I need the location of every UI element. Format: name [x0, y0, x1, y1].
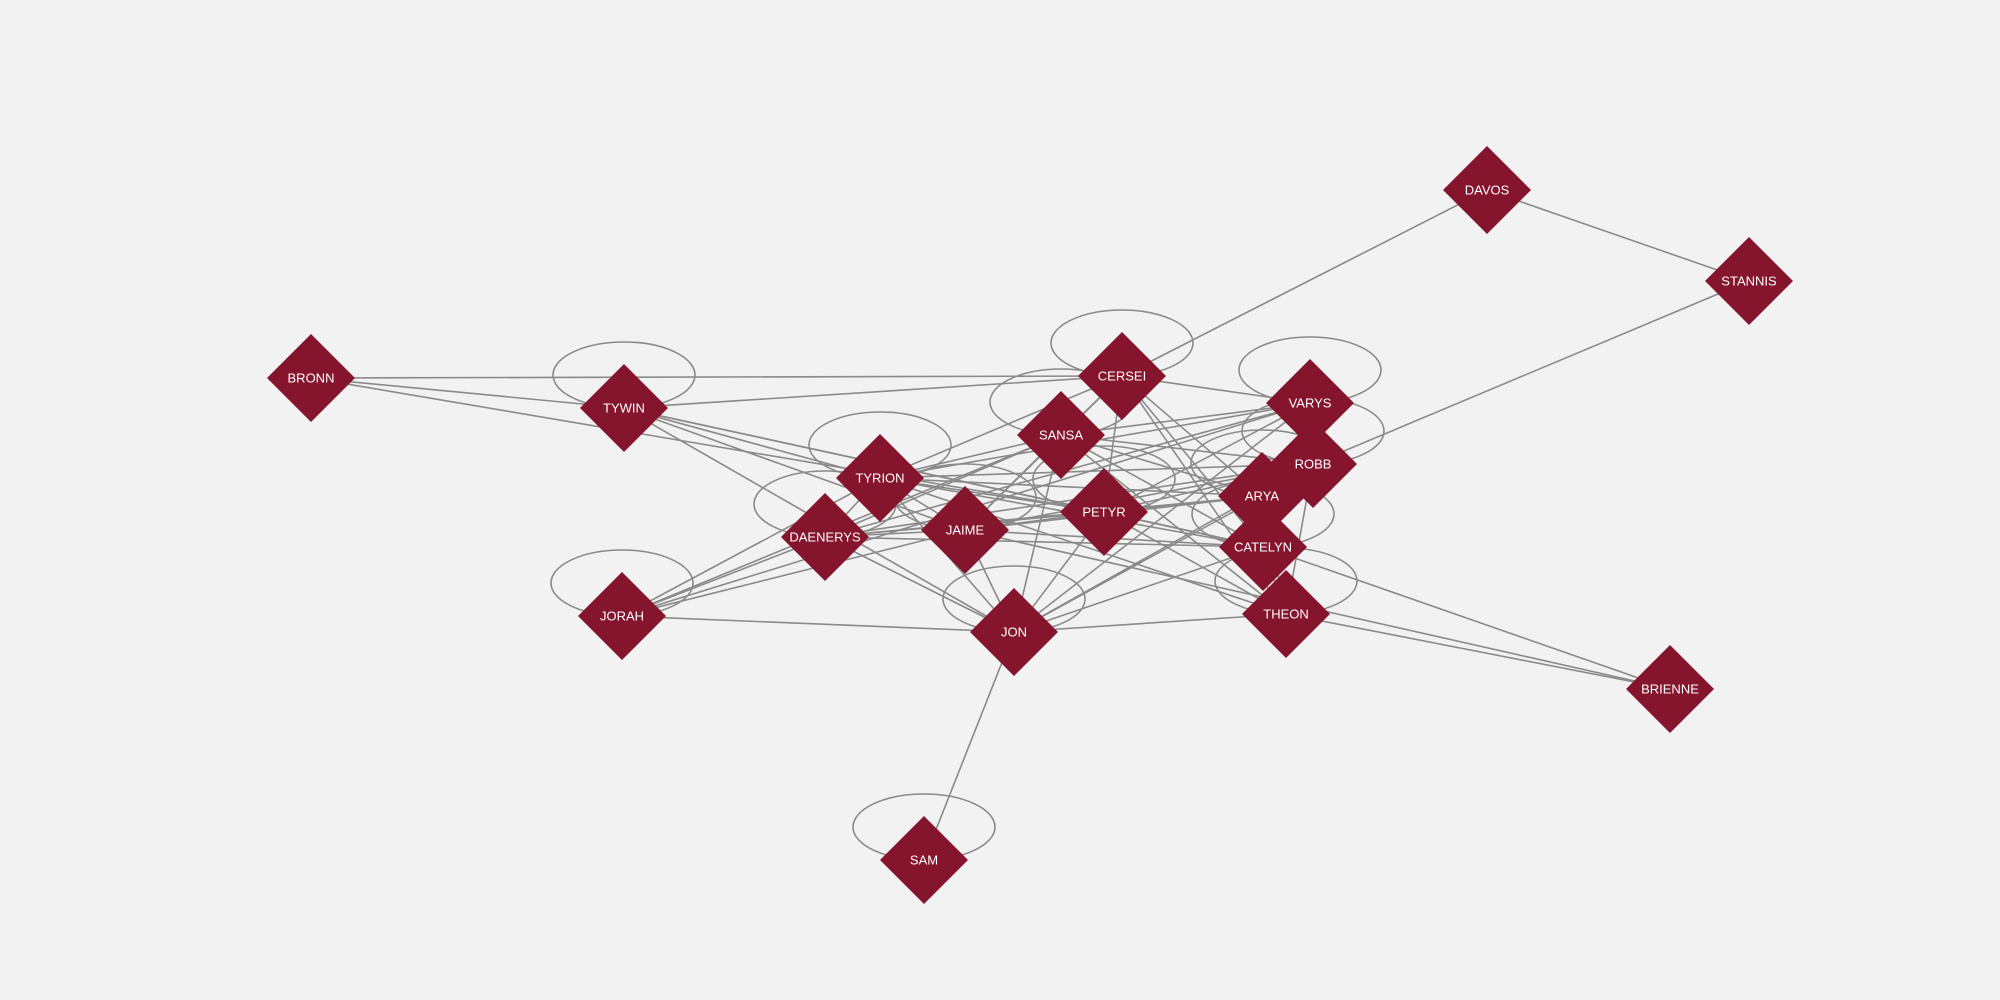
node-diamond-tywin[interactable] [580, 364, 668, 452]
edge-daenerys-jorah [621, 536, 826, 617]
edge-jaime-jorah [621, 529, 966, 617]
node-diamond-brienne[interactable] [1626, 645, 1714, 733]
edge-sansa-robb [1060, 434, 1314, 465]
node-diamond-jorah[interactable] [578, 572, 666, 660]
node-sam[interactable]: SAM [880, 816, 968, 904]
node-label-robb: ROBB [1295, 457, 1332, 472]
node-label-tyrion: TYRION [855, 471, 904, 486]
node-sansa[interactable]: SANSA [1017, 391, 1105, 479]
edge-tywin-tyrion [623, 407, 881, 479]
node-daenerys[interactable]: DAENERYS [781, 493, 869, 581]
edge-robb-daenerys [824, 463, 1314, 538]
node-label-stannis: STANNIS [1721, 274, 1777, 289]
node-label-theon: THEON [1263, 607, 1309, 622]
node-diamond-tyrion[interactable] [836, 434, 924, 522]
node-cersei[interactable]: CERSEI [1078, 332, 1166, 420]
edge-cersei-catelyn [1121, 375, 1264, 548]
node-arya[interactable]: ARYA [1218, 452, 1306, 540]
node-label-cersei: CERSEI [1098, 369, 1146, 384]
edge-catelyn-brienne [1262, 546, 1671, 690]
node-label-jorah: JORAH [600, 609, 644, 624]
node-diamond-davos[interactable] [1443, 146, 1531, 234]
edge-robb-tyrion [879, 463, 1314, 479]
node-jaime[interactable]: JAIME [921, 486, 1009, 574]
node-label-bronn: BRONN [288, 371, 335, 386]
node-label-davos: DAVOS [1465, 183, 1510, 198]
node-stannis[interactable]: STANNIS [1705, 237, 1793, 325]
node-diamond-jaime[interactable] [921, 486, 1009, 574]
edge-cersei-tyrion [879, 375, 1123, 479]
node-catelyn[interactable]: CATELYN [1219, 503, 1307, 591]
node-theon[interactable]: THEON [1242, 570, 1330, 658]
node-diamond-cersei[interactable] [1078, 332, 1166, 420]
node-bronn[interactable]: BRONN [267, 334, 355, 422]
node-label-daenerys: DAENERYS [789, 530, 861, 545]
edge-jon-sam [923, 631, 1015, 861]
node-davos[interactable]: DAVOS [1443, 146, 1531, 234]
edge-petyr-theon [1103, 511, 1287, 615]
node-label-petyr: PETYR [1082, 505, 1125, 520]
node-label-jaime: JAIME [946, 523, 985, 538]
node-diamond-sansa[interactable] [1017, 391, 1105, 479]
edge-bronn-petyr [310, 377, 1105, 513]
node-jorah[interactable]: JORAH [578, 572, 666, 660]
edge-daenerys-jon [824, 536, 1015, 633]
edge-stannis-robb [1312, 280, 1750, 465]
edge-bronn-cersei [310, 375, 1123, 379]
node-diamond-petyr[interactable] [1060, 468, 1148, 556]
node-label-sansa: SANSA [1039, 428, 1083, 443]
node-jon[interactable]: JON [970, 588, 1058, 676]
edge-varys-jon [1013, 402, 1311, 633]
edge-catelyn-jon [1013, 546, 1264, 633]
node-diamond-varys[interactable] [1266, 359, 1354, 447]
node-diamond-daenerys[interactable] [781, 493, 869, 581]
edge-tywin-cersei [623, 375, 1123, 409]
edge-jorah-jon [621, 615, 1015, 633]
node-diamond-sam[interactable] [880, 816, 968, 904]
edges-layer [310, 189, 1750, 861]
nodes-layer: DAVOS STANNIS BRONN TYWIN CERSEI VARYS SANSA RO… [267, 146, 1793, 904]
edge-sansa-theon [1060, 434, 1287, 615]
node-petyr[interactable]: PETYR [1060, 468, 1148, 556]
edge-jon-theon [1013, 613, 1287, 633]
node-diamond-catelyn[interactable] [1219, 503, 1307, 591]
edge-tyrion-jorah [621, 477, 881, 617]
node-tywin[interactable]: TYWIN [580, 364, 668, 452]
node-diamond-jon[interactable] [970, 588, 1058, 676]
edge-arya-jon [1013, 495, 1263, 633]
edge-davos-cersei [1121, 189, 1488, 377]
node-diamond-bronn[interactable] [267, 334, 355, 422]
edge-tyrion-arya [879, 477, 1263, 497]
node-label-catelyn: CATELYN [1234, 540, 1292, 555]
node-varys[interactable]: VARYS [1266, 359, 1354, 447]
node-tyrion[interactable]: TYRION [836, 434, 924, 522]
node-label-tywin: TYWIN [603, 401, 645, 416]
edge-daenerys-catelyn [824, 536, 1264, 548]
edge-theon-brienne [1285, 613, 1671, 690]
node-brienne[interactable]: BRIENNE [1626, 645, 1714, 733]
node-label-jon: JON [1001, 625, 1027, 640]
node-diamond-theon[interactable] [1242, 570, 1330, 658]
node-label-arya: ARYA [1245, 489, 1280, 504]
node-label-sam: SAM [910, 853, 938, 868]
node-diamond-arya[interactable] [1218, 452, 1306, 540]
edge-bronn-tywin [310, 377, 625, 409]
edge-davos-stannis [1486, 189, 1750, 282]
node-diamond-stannis[interactable] [1705, 237, 1793, 325]
node-label-varys: VARYS [1289, 396, 1332, 411]
edge-varys-petyr [1103, 402, 1311, 513]
node-label-brienne: BRIENNE [1641, 682, 1699, 697]
